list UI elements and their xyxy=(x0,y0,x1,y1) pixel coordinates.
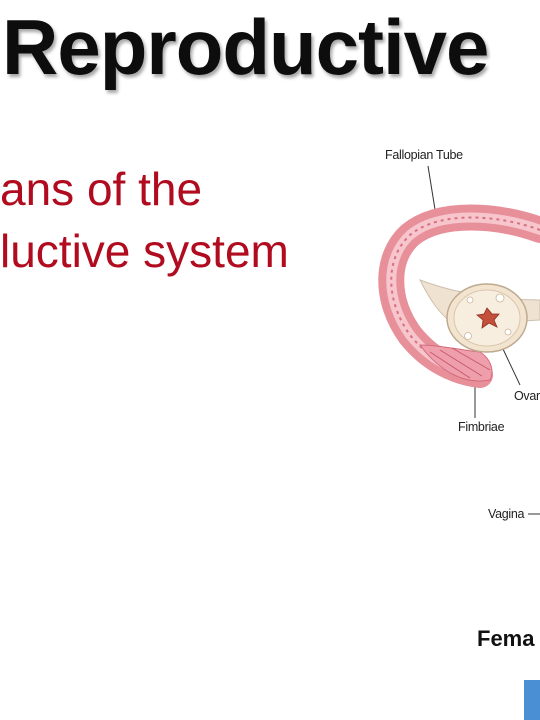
ovary-follicle-shape xyxy=(476,307,500,329)
vagina-label: Vagina xyxy=(488,507,525,521)
slide-title: Reproductive xyxy=(2,3,489,91)
corner-accent-box xyxy=(524,680,540,720)
diagram-caption: Fema xyxy=(477,626,535,651)
subtitle-line-1: ans of the xyxy=(0,163,203,215)
fallopian-tube-label: Fallopian Tube xyxy=(385,148,463,162)
ovary-label: Ovary xyxy=(514,389,540,403)
fimbriae-label: Fimbriae xyxy=(458,420,505,434)
subtitle-line-2: luctive system xyxy=(0,225,289,277)
